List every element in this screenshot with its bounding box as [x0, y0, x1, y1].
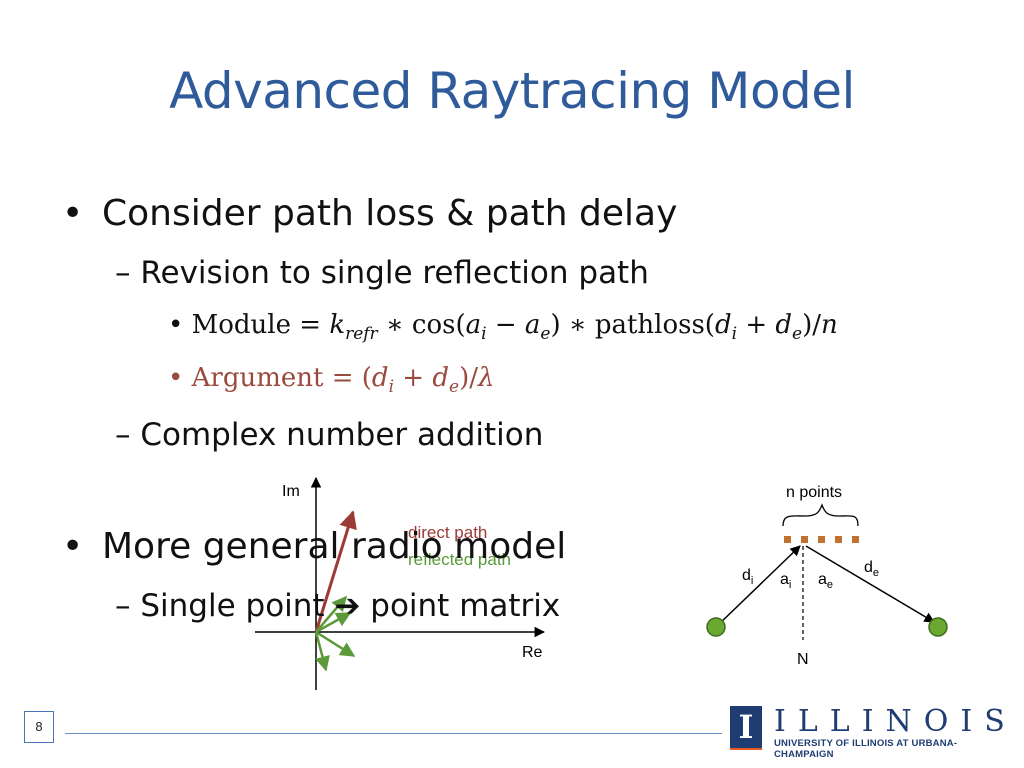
- bullet-icon: •: [62, 193, 84, 234]
- label-ae: ae: [818, 571, 833, 591]
- point-marker: [784, 536, 791, 543]
- slide-title: Advanced Raytracing Model: [169, 62, 855, 120]
- reflected-vector-4: [315, 595, 347, 633]
- bullet-path-loss: • Consider path loss & path delay: [62, 193, 677, 234]
- var-ai-sub: i: [481, 324, 487, 345]
- legend-direct-path: direct path: [408, 523, 487, 542]
- subbullet-revision: – Revision to single reflection path: [115, 255, 649, 291]
- var-de: d: [432, 363, 449, 393]
- module-label: Module: [191, 310, 291, 340]
- exit-ray: [805, 545, 935, 623]
- var-de-sub: e: [792, 324, 803, 345]
- var-ae: a: [524, 310, 541, 340]
- label-de: de: [864, 559, 879, 579]
- bullet-icon: •: [168, 363, 192, 393]
- university-logo: I ILLINOIS UNIVERSITY OF ILLINOIS AT URB…: [730, 704, 1005, 760]
- var-de-sub: e: [449, 377, 460, 398]
- brace-icon: [782, 503, 859, 527]
- bullet-general-radio: • More general radio model: [62, 526, 566, 567]
- incident-ray: [715, 545, 801, 628]
- op-plus: +: [745, 310, 768, 340]
- argument-label: Argument: [191, 363, 324, 393]
- transmitter-node: [706, 617, 726, 637]
- var-ae-sub: e: [540, 324, 551, 345]
- var-ai: a: [465, 310, 482, 340]
- logo-subtitle: UNIVERSITY OF ILLINOIS AT URBANA-CHAMPAI…: [774, 738, 958, 760]
- point-marker: [801, 536, 808, 543]
- eq-sign: =: [331, 363, 354, 393]
- func-cos: cos(: [411, 310, 466, 340]
- footer-divider: [65, 733, 722, 734]
- op-plus: +: [402, 363, 425, 393]
- reflected-vector-2: [314, 631, 330, 672]
- subbullet-text: Complex number addition: [140, 417, 544, 453]
- var-di-sub: i: [731, 324, 738, 345]
- illinois-block-i-icon: I: [730, 706, 762, 750]
- n-points-label: n points: [786, 484, 842, 501]
- paren-close-div: )/: [802, 310, 821, 340]
- op-star: ∗: [568, 310, 587, 340]
- op-minus: −: [494, 310, 517, 340]
- paren-open: (: [361, 363, 372, 393]
- subbullet-complex-addition: – Complex number addition: [115, 417, 543, 453]
- subbullet-point-matrix: – Single point ➔ point matrix: [115, 588, 560, 624]
- dash-icon: –: [115, 417, 141, 453]
- bullet-text: More general radio model: [102, 526, 567, 567]
- reflected-vector-3: [315, 611, 352, 634]
- label-ai: ai: [780, 571, 791, 591]
- im-axis-label: Im: [282, 483, 300, 500]
- var-di: d: [714, 310, 732, 340]
- label-normal: N: [797, 651, 809, 668]
- bullet-text: Consider path loss & path delay: [102, 193, 678, 234]
- var-di: d: [371, 363, 389, 393]
- point-marker: [835, 536, 842, 543]
- dash-icon: –: [115, 255, 141, 291]
- page-number: 8: [24, 711, 54, 743]
- subbullet-text-suffix: point matrix: [370, 588, 561, 624]
- equation-module: • Module = krefr ∗ cos(ai − ae) ∗ pathlo…: [168, 310, 838, 344]
- arrow-right-icon: ➔: [334, 588, 361, 624]
- var-k-sub: refr: [345, 324, 378, 345]
- subbullet-text-prefix: Single point: [140, 588, 325, 624]
- label-di: di: [742, 567, 753, 587]
- direct-path-vector: [314, 510, 357, 633]
- bullet-icon: •: [62, 526, 84, 567]
- reflected-vector-1: [315, 630, 356, 658]
- func-pathloss: pathloss(: [594, 310, 715, 340]
- bullet-icon: •: [168, 310, 192, 340]
- logo-wordmark: ILLINOIS: [774, 704, 1017, 739]
- re-axis-label: Re: [522, 644, 543, 661]
- var-n: n: [821, 310, 838, 340]
- var-k: k: [329, 310, 346, 340]
- var-de: d: [775, 310, 793, 340]
- var-lambda: λ: [477, 363, 495, 393]
- var-di-sub: i: [388, 377, 395, 398]
- op-star: ∗: [385, 310, 404, 340]
- eq-sign: =: [299, 310, 322, 340]
- receiver-node: [928, 617, 948, 637]
- equation-argument: • Argument = (di + de)/λ: [168, 363, 494, 397]
- paren-close-div: )/: [459, 363, 478, 393]
- point-marker: [852, 536, 859, 543]
- legend-reflected-path: reflected path: [408, 550, 511, 569]
- paren-close: ): [550, 310, 561, 340]
- subbullet-text: Revision to single reflection path: [140, 255, 649, 291]
- point-marker: [818, 536, 825, 543]
- dash-icon: –: [115, 588, 141, 624]
